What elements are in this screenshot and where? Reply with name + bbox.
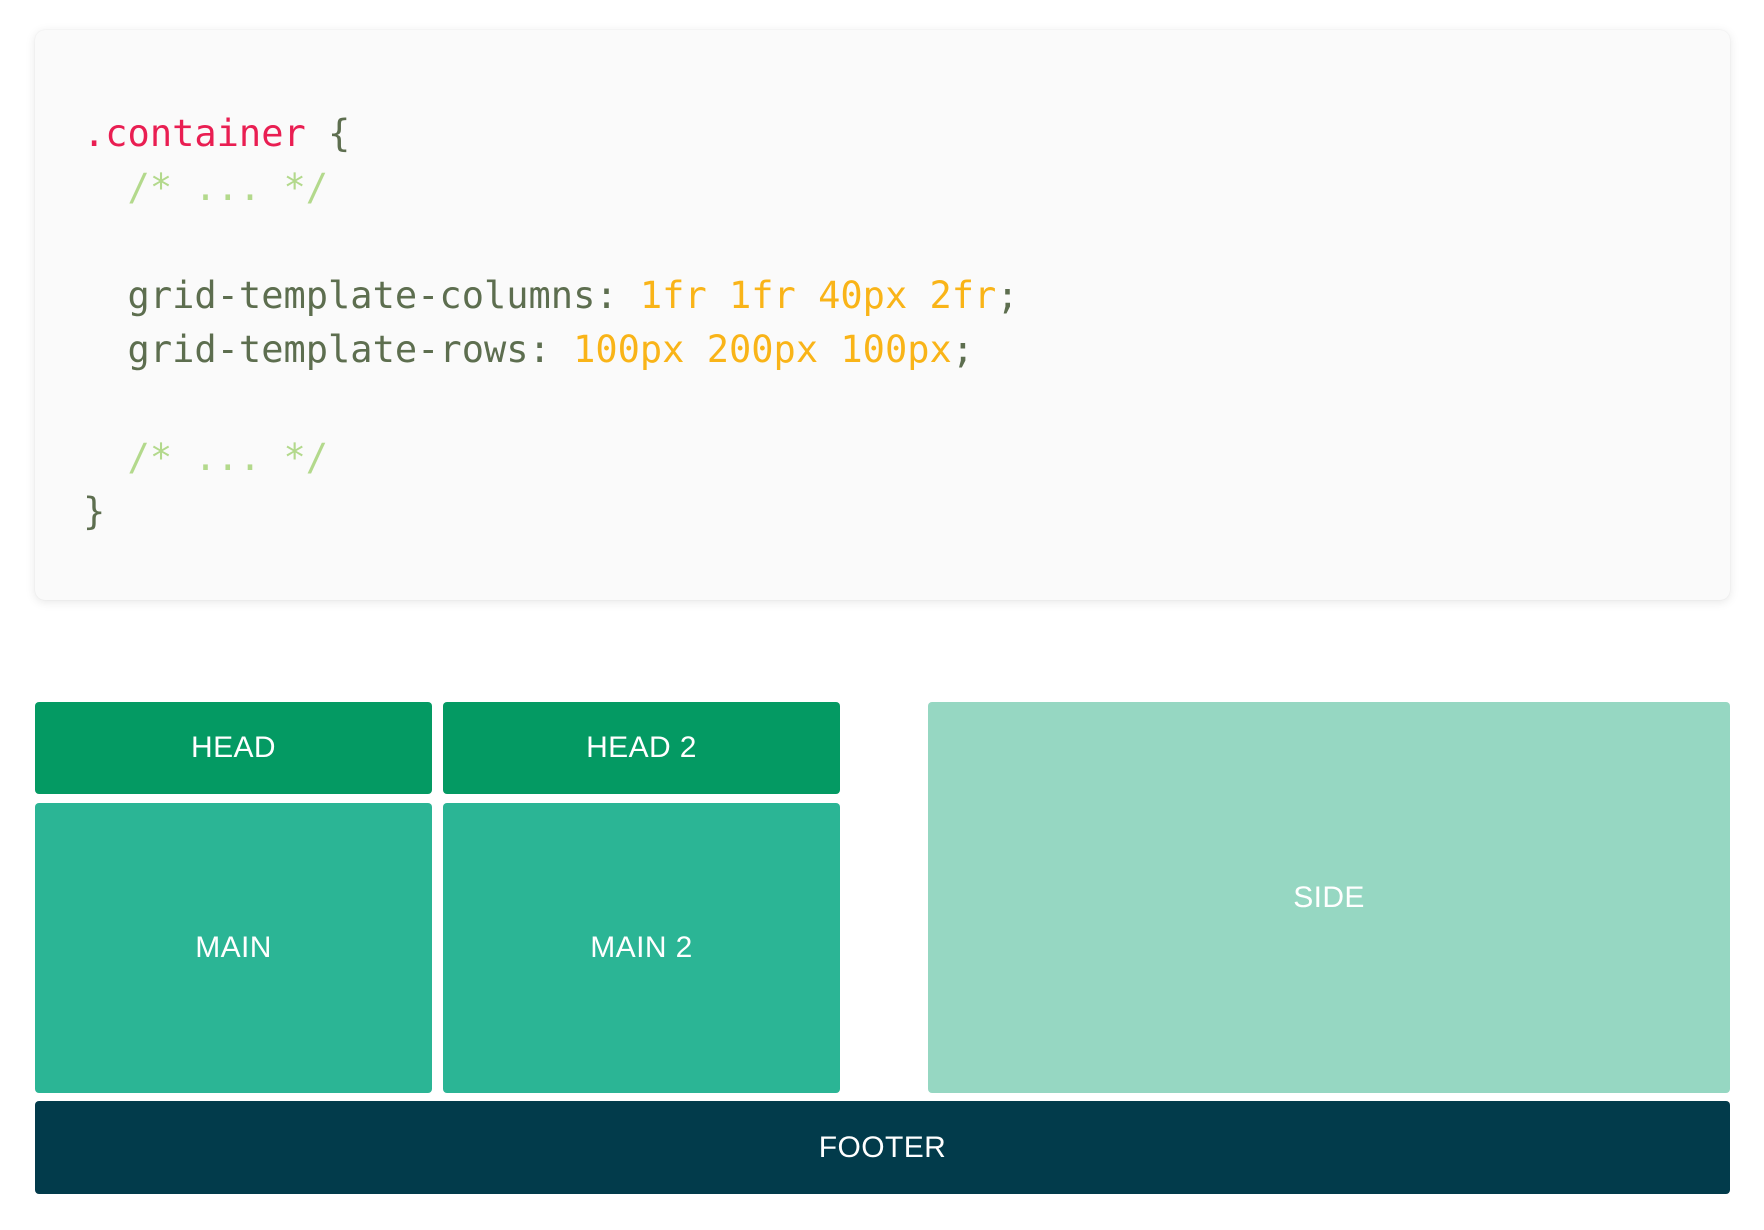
css-code-card: .container { /* ... */ grid-template-col… — [35, 30, 1730, 600]
grid-cell-main2: MAIN 2 — [443, 803, 840, 1093]
css-selector-token: .container — [83, 112, 306, 155]
code-line-2: /* ... */ — [83, 161, 1710, 215]
grid-cell-footer-label: FOOTER — [818, 1130, 947, 1164]
css-value-grid-template-rows: 100px 200px 100px — [573, 328, 952, 371]
css-property-grid-template-rows: grid-template-rows: — [83, 328, 574, 371]
grid-cell-main-label: MAIN — [195, 931, 272, 964]
grid-cell-head2: HEAD 2 — [443, 702, 840, 794]
grid-cell-main: MAIN — [35, 803, 432, 1093]
grid-cell-side: SIDE — [928, 702, 1730, 1093]
code-line-6-blank — [83, 377, 1710, 431]
code-line-8: } — [83, 485, 1710, 539]
grid-cell-side-label: SIDE — [1293, 880, 1365, 914]
css-property-grid-template-columns: grid-template-columns: — [83, 274, 640, 317]
css-brace-open-token: { — [305, 112, 351, 155]
grid-cell-head2-label: HEAD 2 — [586, 731, 697, 764]
css-semicolon-columns: ; — [996, 274, 1019, 317]
code-line-3-blank — [83, 215, 1710, 269]
grid-cell-head: HEAD — [35, 702, 432, 794]
css-comment-token-bottom: /* ... */ — [83, 436, 329, 479]
css-semicolon-rows: ; — [951, 328, 975, 371]
grid-cell-head-label: HEAD — [191, 731, 276, 764]
code-line-7: /* ... */ — [83, 431, 1710, 485]
css-value-grid-template-columns: 1fr 1fr 40px 2fr — [639, 274, 997, 317]
code-line-5: grid-template-rows: 100px 200px 100px; — [83, 323, 1710, 377]
grid-cell-main2-label: MAIN 2 — [590, 931, 693, 964]
css-comment-token-top: /* ... */ — [83, 166, 329, 209]
css-code-block: .container { /* ... */ grid-template-col… — [83, 107, 1710, 539]
grid-cell-footer: FOOTER — [35, 1101, 1730, 1194]
grid-layout-preview: HEAD HEAD 2 MAIN MAIN 2 SIDE FOOTER — [35, 702, 1730, 1194]
css-brace-close-token: } — [83, 490, 106, 533]
code-line-1: .container { — [83, 107, 1710, 161]
code-line-4: grid-template-columns: 1fr 1fr 40px 2fr; — [83, 269, 1710, 323]
